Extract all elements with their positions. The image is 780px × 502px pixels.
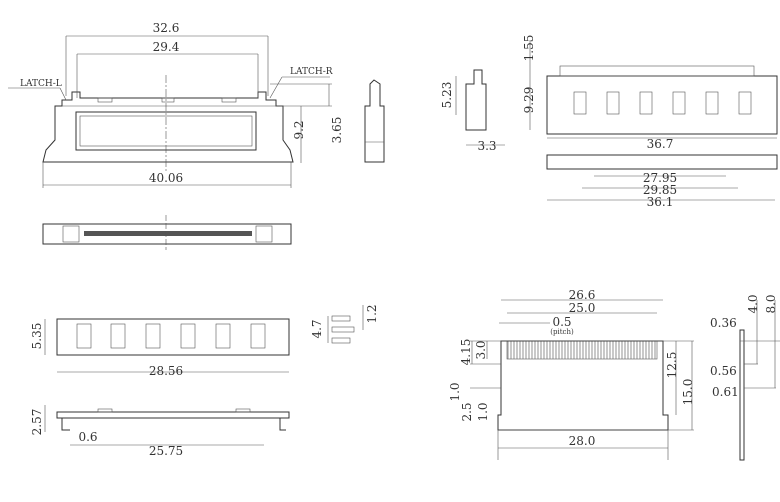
- pin: [331, 326, 355, 333]
- latch-right-label: LATCH-R: [290, 67, 333, 77]
- rear-body: [56, 318, 290, 356]
- window: [250, 323, 266, 349]
- dim-27-95: 27.95: [643, 171, 677, 185]
- window: [606, 91, 620, 115]
- window: [738, 91, 752, 115]
- slot: [97, 97, 113, 103]
- dim-36-1: 36.1: [647, 195, 674, 209]
- dim-0-61: 0.61: [712, 385, 739, 399]
- small-side-profile: [465, 69, 487, 131]
- window: [76, 323, 92, 349]
- dim-1-0-a: 1.0: [448, 382, 462, 401]
- dim-12-5: 12.5: [665, 352, 679, 379]
- dim-0-5-pitch: 0.5: [552, 315, 571, 329]
- dim-36-7: 36.7: [647, 137, 674, 151]
- dim-5-23: 5.23: [440, 82, 454, 109]
- latch-left-label: LATCH-L: [20, 79, 62, 89]
- window: [145, 323, 161, 349]
- contact-slot: [84, 231, 252, 236]
- bottom-strip: [56, 411, 290, 419]
- pin-detail: [327, 305, 364, 344]
- dim-32-6: 32.6: [153, 21, 180, 35]
- dim-2-57: 2.57: [30, 409, 44, 436]
- pin: [331, 315, 351, 322]
- slot: [161, 97, 175, 103]
- dim-0-56: 0.56: [710, 364, 737, 378]
- dim-28-0: 28.0: [569, 434, 596, 448]
- dim-29-4: 29.4: [153, 40, 180, 54]
- strip-legs: [61, 418, 286, 431]
- top-right-view: 1.55 5.23 9.29 3.3 36.7 27.95 29.85 36.1: [440, 35, 778, 209]
- front-view: 32.6 29.4 40.06 LATCH-L LATCH-R 9.2 3.65: [8, 21, 385, 250]
- dim-0-6: 0.6: [78, 430, 97, 444]
- dim-8-0: 8.0: [764, 294, 778, 313]
- dim-1-2: 1.2: [365, 304, 379, 323]
- leader-line: [269, 76, 283, 99]
- dim-0-36: 0.36: [710, 316, 737, 330]
- dim-3-65: 3.65: [330, 117, 344, 144]
- dim-40-06: 40.06: [149, 171, 183, 185]
- dim-1-55: 1.55: [522, 35, 536, 62]
- bottom-body: [546, 154, 778, 170]
- dim-3-0: 3.0: [474, 340, 488, 359]
- rear-window-row: [76, 323, 266, 349]
- pin: [331, 337, 351, 344]
- window: [110, 323, 126, 349]
- footprint-side-profile: [739, 329, 745, 461]
- dim-1-0-b: 1.0: [476, 402, 490, 421]
- dim-15-0: 15.0: [681, 379, 695, 406]
- tab: [235, 408, 251, 413]
- dim-9-29: 9.29: [522, 87, 536, 114]
- window-row: [573, 91, 752, 115]
- window: [573, 91, 587, 115]
- dim-4-7: 4.7: [310, 319, 324, 338]
- window: [639, 91, 653, 115]
- latch-box: [255, 225, 273, 243]
- pcb-footprint: 26.6 25.0 0.5 (pitch) 4.15 3.0 1.0 2.5 1…: [448, 288, 780, 461]
- leader-line: [59, 87, 67, 101]
- dim-5-35: 5.35: [30, 323, 44, 350]
- window: [705, 91, 719, 115]
- top-view-outline: [42, 223, 292, 245]
- window: [215, 323, 231, 349]
- dim-25-0: 25.0: [569, 301, 596, 315]
- dim-4-15: 4.15: [459, 339, 473, 366]
- pad-array: [507, 341, 657, 359]
- bottom-left-view: 5.35 28.56 4.7 1.2 2.57 0.6 25.75: [30, 304, 379, 458]
- dim-28-56: 28.56: [149, 364, 183, 378]
- dim-9-2: 9.2: [292, 120, 306, 139]
- body-outline: [546, 75, 778, 135]
- front-body-outline: [42, 91, 294, 163]
- dim-29-85: 29.85: [643, 183, 677, 197]
- dim-4-0: 4.0: [746, 294, 760, 313]
- tab: [97, 408, 113, 413]
- side-profile: [364, 79, 385, 163]
- dim-25-75: 25.75: [149, 444, 183, 458]
- slot: [221, 97, 237, 103]
- window: [672, 91, 686, 115]
- dim-2-5: 2.5: [460, 402, 474, 421]
- dim-3-3: 3.3: [477, 139, 496, 153]
- top-rail: [559, 65, 755, 77]
- dim-26-6: 26.6: [569, 288, 596, 302]
- window: [180, 323, 196, 349]
- pitch-note: (pitch): [550, 328, 574, 336]
- latch-box: [62, 225, 80, 243]
